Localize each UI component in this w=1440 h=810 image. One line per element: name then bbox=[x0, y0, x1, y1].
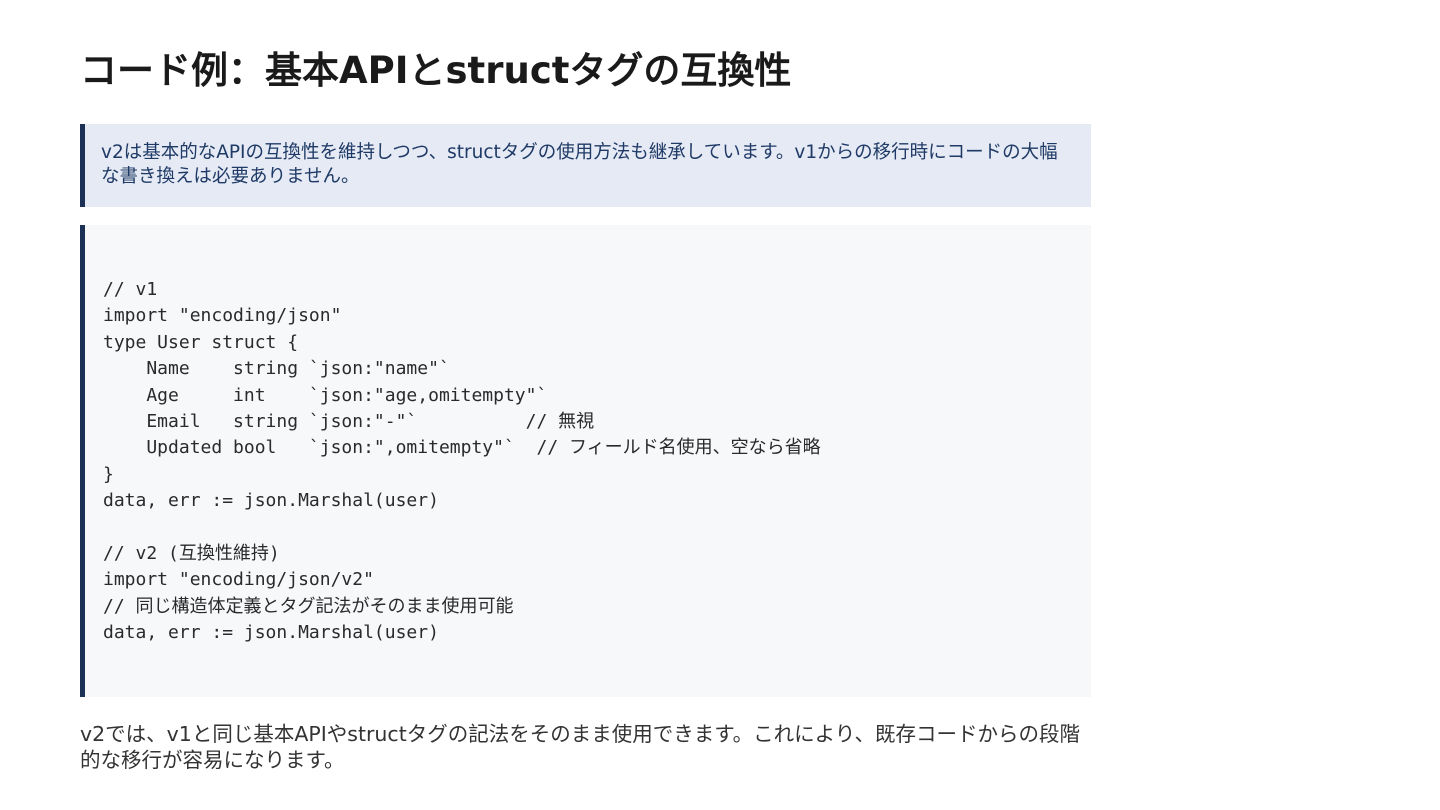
code-line: type User struct { bbox=[103, 331, 299, 353]
code-line: // v1 bbox=[103, 279, 158, 300]
code-line: } bbox=[103, 463, 114, 485]
callout-box: v2は基本的なAPIの互換性を維持しつつ、structタグの使用方法も継承してい… bbox=[80, 124, 1091, 207]
body-paragraph: v2では、v1と同じ基本APIやstructタグの記法をそのまま使用できます。こ… bbox=[80, 722, 1080, 772]
code-line: // 同じ構造体定義とタグ記法がそのまま使用可能 bbox=[103, 595, 514, 617]
code-block: // v1 import "encoding/json" type User str… bbox=[80, 225, 1091, 697]
code-line: data, err := json.Marshal(user) bbox=[103, 622, 439, 644]
code-line: Age int `json:"age,omitempty"` bbox=[103, 384, 548, 406]
callout-text: v2は基本的なAPIの互換性を維持しつつ、structタグの使用方法も継承してい… bbox=[101, 142, 1058, 187]
code-line: // v2 (互換性維持) bbox=[103, 542, 280, 564]
code-line bbox=[103, 515, 1091, 541]
code-content: // v1 import "encoding/json" type User str… bbox=[103, 277, 1091, 646]
code-line: import "encoding/json/v2" bbox=[103, 569, 374, 591]
code-line: Email string `json:"-"` // 無視 bbox=[103, 410, 595, 432]
code-line: data, err := json.Marshal(user) bbox=[103, 490, 439, 512]
code-line: import "encoding/json" bbox=[103, 305, 342, 327]
page-title: コード例：基本APIとstructタグの互換性 bbox=[80, 49, 792, 92]
code-line: Updated bool `json:",omitempty"` // フィール… bbox=[103, 437, 821, 459]
code-line: Name string `json:"name"` bbox=[103, 358, 450, 380]
